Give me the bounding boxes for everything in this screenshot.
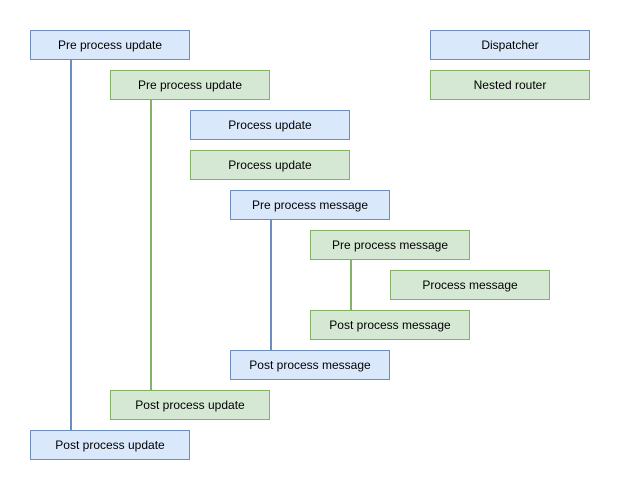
node-pre-process-update-blue: Pre process update bbox=[30, 30, 190, 60]
node-process-update-green: Process update bbox=[190, 150, 350, 180]
node-post-process-message-green: Post process message bbox=[310, 310, 470, 340]
node-pre-process-update-green: Pre process update bbox=[110, 70, 270, 100]
node-pre-process-message-green: Pre process message bbox=[310, 230, 470, 260]
node-dispatcher-blue: Dispatcher bbox=[430, 30, 590, 60]
node-nested-router-green: Nested router bbox=[430, 70, 590, 100]
node-post-process-update-blue: Post process update bbox=[30, 430, 190, 460]
node-post-process-update-green: Post process update bbox=[110, 390, 270, 420]
node-pre-process-message-blue: Pre process message bbox=[230, 190, 390, 220]
connector-update-lifeline-blue bbox=[70, 60, 72, 430]
connector-message-lifeline-green bbox=[350, 260, 352, 310]
connector-message-lifeline-blue bbox=[270, 220, 272, 350]
connector-update-lifeline-green bbox=[150, 100, 152, 390]
node-post-process-message-blue: Post process message bbox=[230, 350, 390, 380]
node-process-message-green: Process message bbox=[390, 270, 550, 300]
node-process-update-blue: Process update bbox=[190, 110, 350, 140]
